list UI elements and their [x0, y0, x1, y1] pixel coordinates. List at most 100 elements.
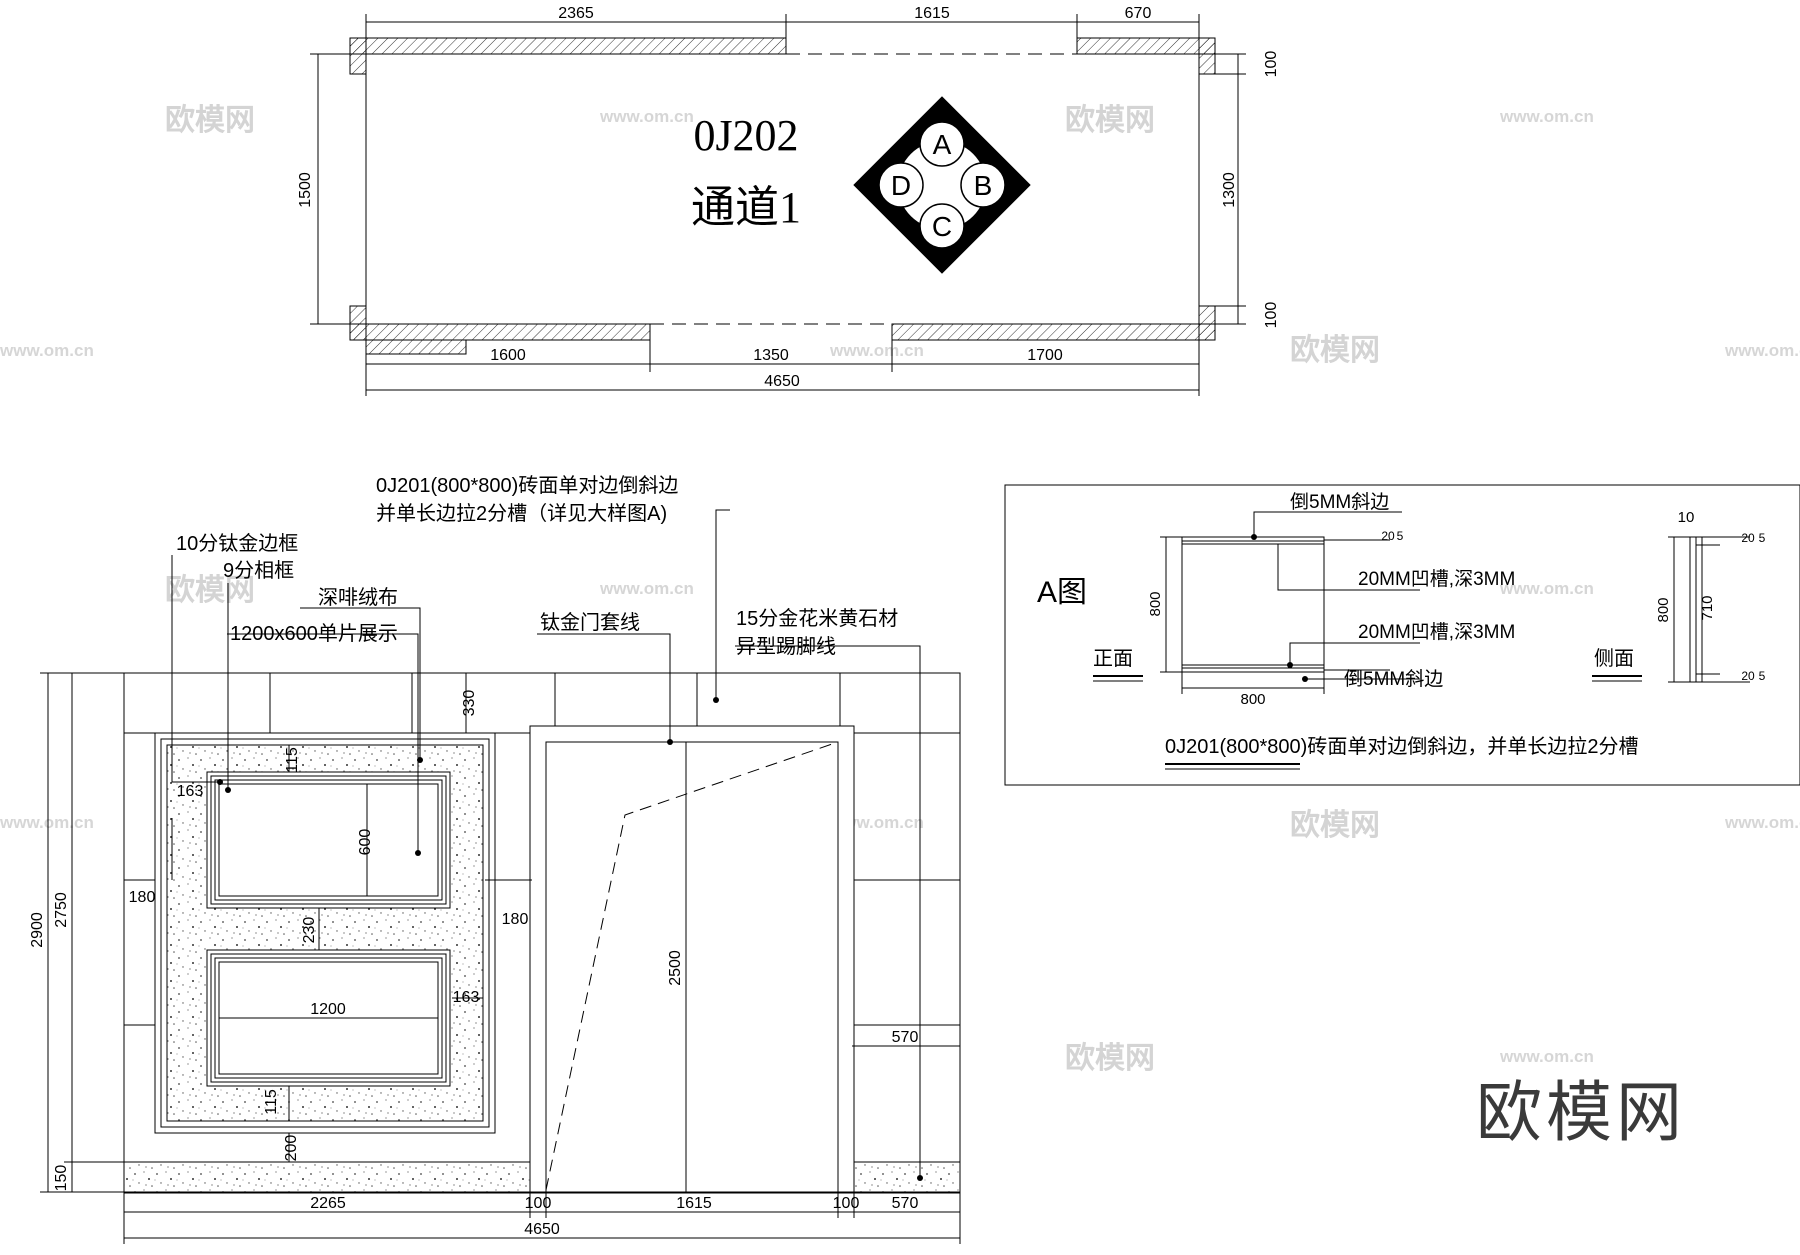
- dim-label: 570: [892, 1029, 919, 1046]
- dim-label: 230: [301, 917, 318, 944]
- dim-label: 1200: [310, 1001, 346, 1018]
- dim-label: 115: [284, 747, 301, 773]
- watermark-brand: 欧模网: [1065, 1042, 1155, 1075]
- dim-label: 2265: [310, 1195, 346, 1212]
- dim-label: 570: [892, 1195, 919, 1212]
- dim-label: 4650: [524, 1221, 560, 1238]
- watermark-url: www.om.cn: [1499, 1047, 1594, 1066]
- watermark-url: www.om.cn: [599, 579, 694, 598]
- note-frame-titanium: 10分钛金边框: [176, 532, 298, 555]
- dim-label: 1615: [914, 5, 950, 22]
- detail-front-tile: [1181, 536, 1325, 673]
- wall-segment: [1198, 305, 1216, 341]
- dim-label: 20: [1741, 669, 1755, 683]
- dim-label: 150: [53, 1165, 70, 1192]
- note-frame-photo: 9分相框: [223, 559, 294, 582]
- dim-label: 710: [1699, 595, 1716, 620]
- detail-groove-1: 20MM凹槽,深3MM: [1358, 568, 1515, 590]
- note-tile-2: 并单长边拉2分槽（详见大样图A): [376, 502, 667, 525]
- wall-segment: [1076, 37, 1216, 55]
- detail-a-dimension-labels: 800 800 800 710 10 5 20 5 20 5 20: [1147, 509, 1766, 708]
- index-letter-b: B: [974, 170, 993, 201]
- wall-segment: [349, 305, 367, 341]
- watermark-url: www.om.cn: [1499, 107, 1594, 126]
- detail-frame: [1004, 484, 1800, 786]
- dim-label: 4650: [764, 373, 800, 390]
- dim-label: 20: [1381, 529, 1395, 543]
- dim-label: 1615: [676, 1195, 712, 1212]
- watermark-url: www.om.cn: [1499, 579, 1594, 598]
- note-frame-display: 1200x600单片展示: [230, 622, 398, 645]
- watermark-brand: 欧模网: [165, 104, 255, 137]
- watermark-brand: 欧模网: [1290, 809, 1380, 842]
- watermark-url: www.om.cn: [829, 341, 924, 360]
- wall-segment: [349, 323, 651, 341]
- index-symbol: A B C D: [853, 96, 1031, 274]
- dim-label: 800: [1655, 597, 1672, 622]
- elevation-notes: 0J201(800*800)砖面单对边倒斜边 并单长边拉2分槽（详见大样图A) …: [176, 474, 898, 658]
- dim-label: 115: [263, 1089, 280, 1115]
- wall-segment: [1198, 37, 1216, 75]
- dim-label: 5: [1759, 669, 1766, 683]
- index-circle-b: [960, 162, 1006, 208]
- note-frame-cloth: 深啡绒布: [318, 586, 398, 609]
- door-casing: [529, 725, 855, 1193]
- wall-elevation: [40, 509, 961, 1244]
- dim-label: 100: [1263, 302, 1280, 329]
- skirting-right: [851, 1161, 961, 1193]
- door-swing-line: [545, 741, 839, 1191]
- index-circle-d: [878, 162, 924, 208]
- note-tile-1: 0J201(800*800)砖面单对边倒斜边: [376, 474, 678, 497]
- index-circle-c: [919, 203, 965, 249]
- dim-label: 800: [1147, 591, 1164, 616]
- dim-label: 600: [357, 829, 374, 856]
- picture-frame-upper: [206, 771, 451, 909]
- floor-plan: [310, 14, 1246, 396]
- elevation-leader-dots: [217, 697, 923, 1181]
- wall-segment: [349, 37, 787, 55]
- note-skirting-1: 15分金花米黄石材: [736, 607, 898, 630]
- index-letter-a: A: [933, 129, 952, 160]
- plan-code: 0J202: [693, 111, 798, 160]
- dim-label: 2500: [667, 950, 684, 986]
- detail-side-tile: [1689, 536, 1697, 683]
- dim-label: 2750: [53, 892, 70, 928]
- watermark-brand: 欧模网: [1065, 104, 1155, 137]
- detail-bevel-top: 倒5MM斜边: [1290, 491, 1389, 513]
- watermark-brand: 欧模网: [165, 574, 255, 607]
- watermark-url: www.om.cn: [1724, 341, 1800, 360]
- dim-label: 163: [453, 989, 480, 1006]
- skirting-left: [123, 1161, 531, 1193]
- index-circle-a: [919, 121, 965, 167]
- note-skirting-2: 异型踢脚线: [736, 635, 836, 658]
- dim-label: 1600: [490, 347, 526, 364]
- dim-label: 670: [1125, 5, 1152, 22]
- note-door-casing: 钛金门套线: [540, 611, 640, 634]
- detail-a-dots: [1251, 534, 1308, 682]
- dim-label: 330: [461, 690, 478, 717]
- plan-dimension-labels: 2365 1615 670 1600 1350 1700 4650 1500 1…: [297, 5, 1280, 390]
- index-letter-c: C: [932, 211, 952, 242]
- wall-segment: [365, 339, 467, 355]
- detail-caption: 0J201(800*800)砖面单对边倒斜边，并单长边拉2分槽: [1165, 735, 1638, 758]
- detail-side-label: 侧面: [1594, 647, 1634, 670]
- dim-label: 163: [177, 783, 204, 800]
- detail-front-label: 正面: [1093, 648, 1133, 670]
- dim-label: 1500: [297, 172, 314, 208]
- brand-logo: 欧模网: [1476, 1075, 1686, 1149]
- watermark-url: www.om.cn: [599, 107, 694, 126]
- watermark-brand: 欧模网: [1290, 334, 1380, 367]
- display-frame-outer: [154, 732, 496, 1134]
- detail-groove-2: 20MM凹槽,深3MM: [1358, 621, 1515, 643]
- dim-label: 180: [502, 911, 529, 928]
- watermark-url: www.om.cn: [1724, 813, 1800, 832]
- dim-label: 200: [283, 1135, 300, 1162]
- dim-label: 2900: [29, 912, 46, 948]
- elevation-dimension-labels: 2900 2750 150 330 115 163 600 180 230 18…: [29, 690, 918, 1238]
- dim-label: 100: [525, 1195, 552, 1212]
- dim-label: 100: [1263, 51, 1280, 78]
- detail-bevel-bottom: 倒5MM斜边: [1344, 668, 1443, 690]
- dim-label: 1300: [1221, 172, 1238, 208]
- dim-label: 1700: [1027, 347, 1063, 364]
